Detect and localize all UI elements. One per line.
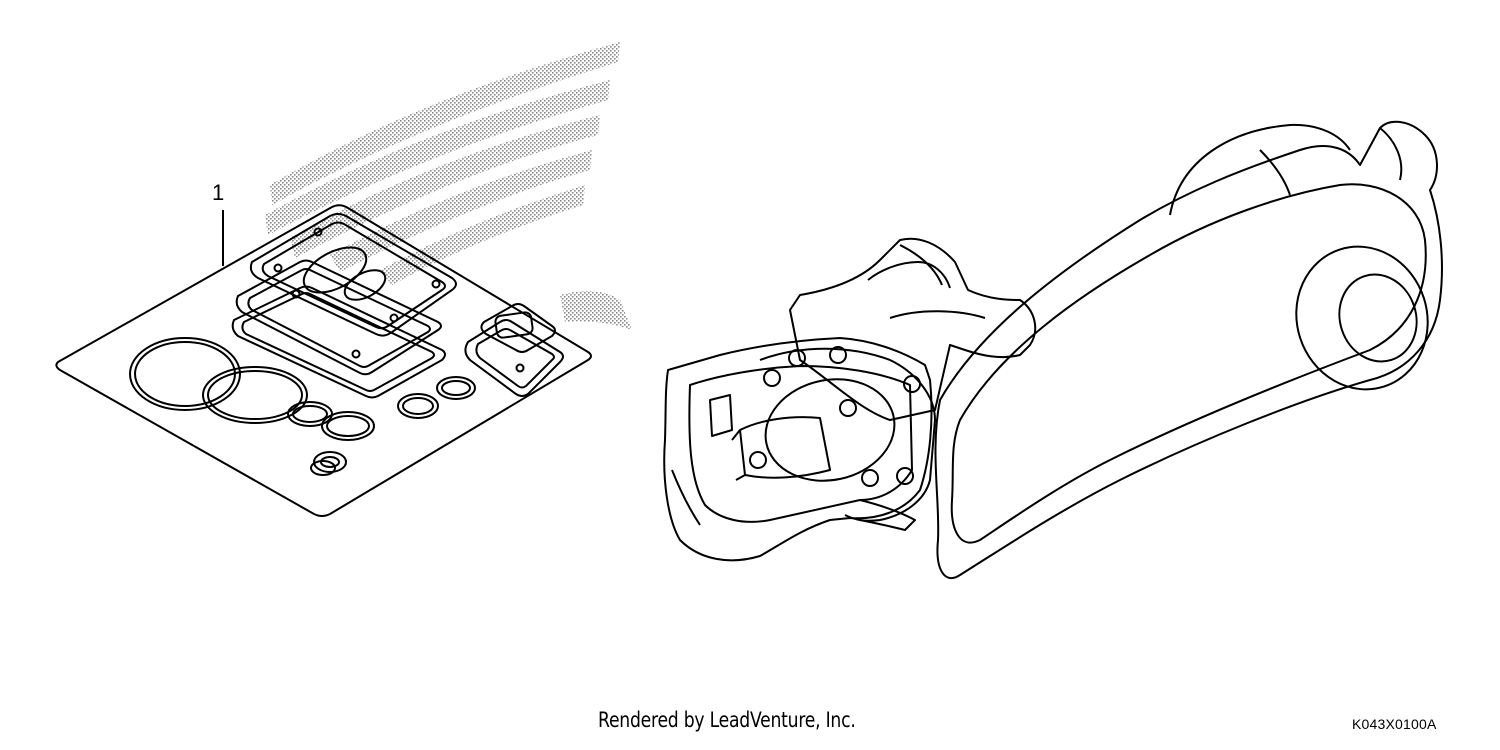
pulley-hub [1338, 273, 1418, 363]
diagram-code: K043X0100A [1352, 716, 1437, 732]
gasket-kit [55, 42, 632, 517]
o-rings [129, 337, 476, 476]
cylinder-gasket [235, 259, 442, 376]
base-gasket [231, 285, 446, 399]
engine-assembly [663, 120, 1443, 580]
engine-block [789, 237, 1037, 421]
belt-cover [934, 120, 1443, 580]
cylinder-head [663, 337, 933, 562]
small-gasket [464, 303, 564, 397]
kit-sheet-outline [55, 204, 592, 517]
installed-gasket [759, 347, 936, 522]
pulley-cover [1295, 245, 1429, 391]
head-gasket [249, 213, 457, 337]
render-credit: Rendered by LeadVenture, Inc. [598, 708, 856, 732]
belt-cover-inner [950, 183, 1427, 544]
callout-number: 1 [212, 180, 225, 205]
kit-shading [265, 42, 632, 330]
